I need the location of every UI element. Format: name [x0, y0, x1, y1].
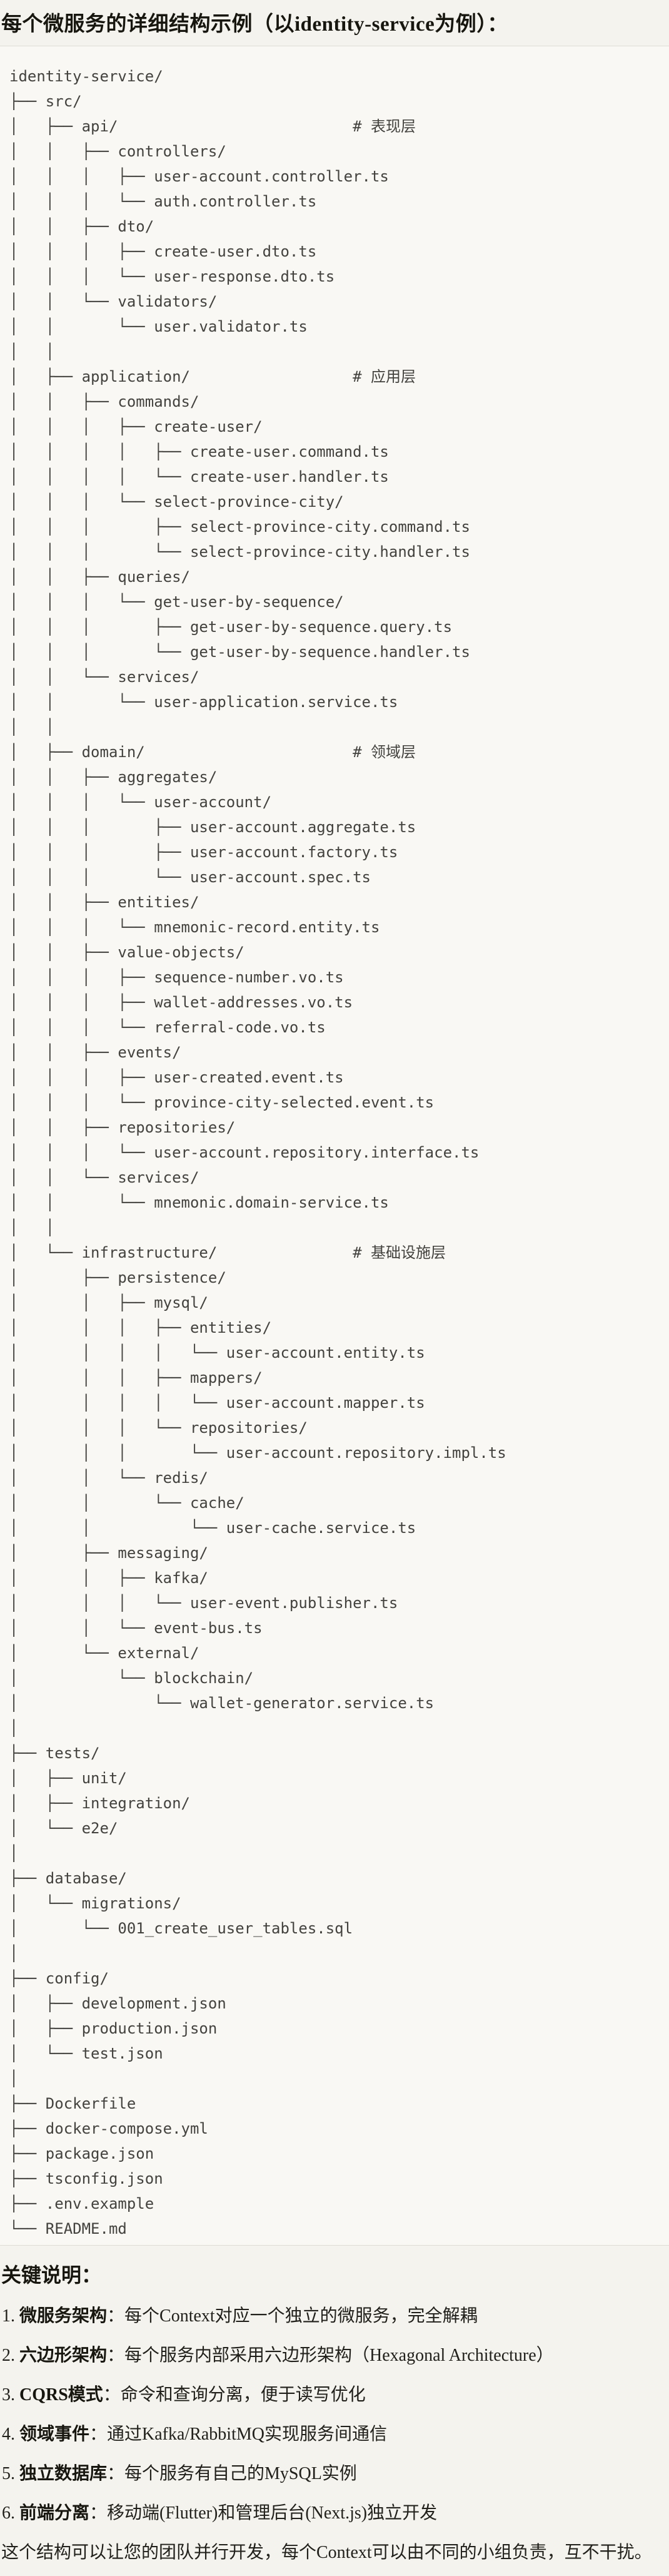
note-item-microservice: 1.微服务架构：每个Context对应一个独立的微服务，完全解耦	[2, 2306, 663, 2327]
note-label: CQRS模式	[19, 2385, 103, 2405]
note-number: 4.	[2, 2425, 15, 2444]
note-text: ：每个服务内部采用六边形架构（Hexagonal Architecture）	[107, 2346, 554, 2365]
note-number: 1.	[2, 2306, 15, 2326]
note-number: 3.	[2, 2385, 15, 2405]
note-number: 6.	[2, 2503, 15, 2523]
key-notes-heading: 关键说明：	[1, 2264, 102, 2286]
note-label: 独立数据库	[19, 2464, 108, 2483]
note-item-database: 5.独立数据库：每个服务有自己的MySQL实例	[2, 2463, 663, 2485]
note-text: ：通过Kafka/RabbitMQ实现服务间通信	[89, 2425, 387, 2444]
note-label: 前端分离	[19, 2503, 90, 2523]
note-item-domain-events: 4.领域事件：通过Kafka/RabbitMQ实现服务间通信	[2, 2424, 663, 2445]
note-text: ：每个Context对应一个独立的微服务，完全解耦	[107, 2306, 478, 2326]
directory-tree: identity-service/ ├── src/ │ ├── api/ # …	[9, 68, 506, 2237]
page-title: 每个微服务的详细结构示例（以identity-service为例）：	[1, 13, 508, 36]
code-block: identity-service/ ├── src/ │ ├── api/ # …	[0, 46, 669, 2246]
note-number: 2.	[2, 2346, 15, 2365]
note-label: 六边形架构	[19, 2346, 108, 2365]
key-notes-list: 1.微服务架构：每个Context对应一个独立的微服务，完全解耦 2.六边形架构…	[1, 2306, 663, 2524]
note-text: ：命令和查询分离，便于读写优化	[103, 2385, 366, 2405]
note-item-frontend: 6.前端分离：移动端(Flutter)和管理后台(Next.js)独立开发	[2, 2503, 663, 2524]
note-label: 微服务架构	[19, 2306, 108, 2326]
closing-paragraph: 这个结构可以让您的团队并行开发，每个Context可以由不同的小组负责，互不干扰…	[1, 2543, 652, 2562]
note-item-cqrs: 3.CQRS模式：命令和查询分离，便于读写优化	[2, 2385, 663, 2406]
note-text: ：每个服务有自己的MySQL实例	[107, 2464, 357, 2483]
note-label: 领域事件	[19, 2425, 90, 2444]
key-notes-section: 关键说明： 1.微服务架构：每个Context对应一个独立的微服务，完全解耦 2…	[0, 2262, 669, 2563]
note-text: ：移动端(Flutter)和管理后台(Next.js)独立开发	[89, 2503, 438, 2523]
note-number: 5.	[2, 2464, 15, 2483]
note-item-hexagonal: 2.六边形架构：每个服务内部采用六边形架构（Hexagonal Architec…	[2, 2345, 663, 2366]
